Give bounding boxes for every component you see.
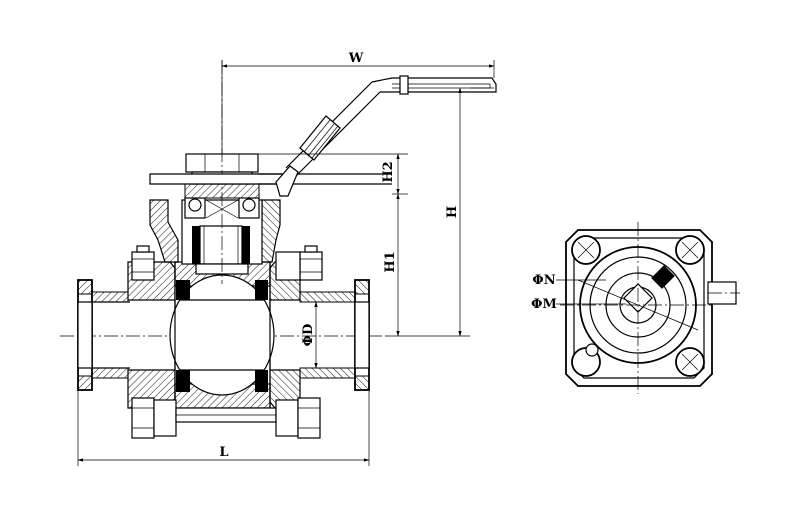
right-ferrule-end: [299, 279, 370, 391]
dim-label-L: L: [219, 445, 228, 460]
dimension-H2: H2: [258, 153, 408, 195]
dimension-H1: H1: [383, 193, 408, 337]
dim-label-D: ΦD: [301, 324, 316, 347]
ball: [169, 274, 275, 396]
dim-label-N: ΦN: [532, 273, 555, 288]
bolt-hole: [585, 343, 599, 357]
corner-lugs: [571, 235, 705, 377]
front-section-view: [60, 60, 497, 439]
bottom-bolts: [131, 397, 321, 439]
dimension-H: H: [385, 87, 494, 337]
dim-label-H1: H1: [383, 251, 398, 272]
dim-label-H2: H2: [381, 161, 396, 182]
dim-label-M: ΦM: [531, 297, 557, 312]
top-bolt-left: [131, 245, 155, 281]
dimension-M: ΦM: [531, 297, 626, 312]
left-ferrule-end: [77, 279, 130, 391]
dimension-W: W: [221, 51, 495, 154]
left-end-cap: [127, 261, 176, 409]
dimension-L: L: [77, 390, 370, 466]
dim-label-H: H: [445, 206, 460, 218]
dimension-D: ΦD: [301, 301, 318, 369]
dimension-N: ΦN: [532, 273, 606, 288]
gland-nuts: [184, 183, 260, 219]
top-bolt-right: [275, 245, 323, 281]
handle: [149, 75, 497, 197]
side-end-view: [560, 222, 740, 394]
dim-label-W: W: [348, 51, 364, 66]
